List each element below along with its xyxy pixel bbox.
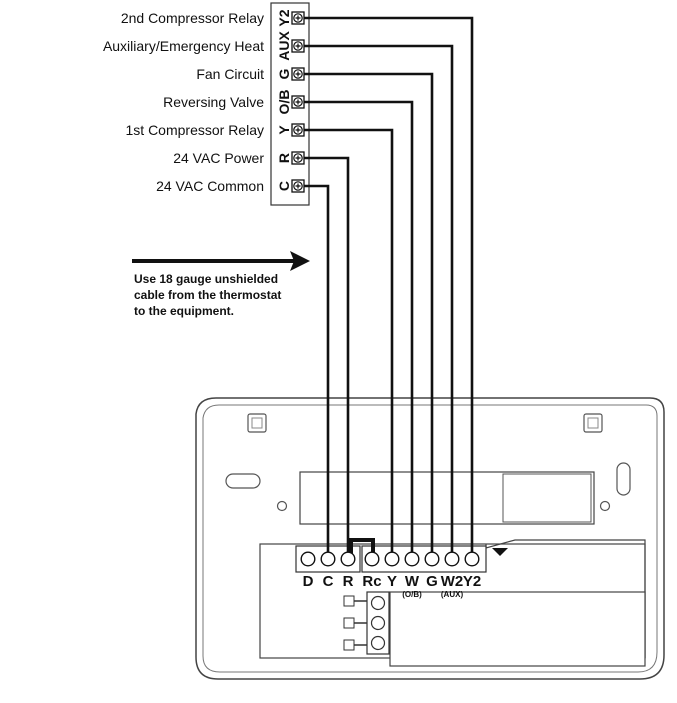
terminal-screw-icon bbox=[404, 551, 420, 567]
thermostat-terminal-g: G bbox=[424, 551, 440, 590]
screw-terminal-icon bbox=[291, 67, 305, 81]
thermostat-terminal-d: D bbox=[300, 551, 316, 590]
equipment-terminal-strip: 2nd Compressor Relay Y2Auxiliary/Emergenc… bbox=[103, 2, 310, 206]
thermostat-label-w: W bbox=[405, 573, 420, 590]
cable-note-line-3: to the equipment. bbox=[134, 304, 234, 318]
thermostat-sublabel-w: (O/B) bbox=[402, 590, 422, 599]
wire-r-to-r bbox=[304, 156, 350, 552]
wire-opening bbox=[299, 471, 595, 525]
thermostat-terminal-c: C bbox=[320, 551, 336, 590]
thermostat-terminal-y2: Y2 bbox=[463, 551, 481, 590]
mounting-slot-right bbox=[616, 462, 631, 496]
terminal-screw-icon bbox=[384, 551, 400, 567]
terminal-screw-icon bbox=[340, 551, 356, 567]
thermostat-label-r: R bbox=[343, 573, 354, 590]
wire-g-to-g bbox=[304, 72, 434, 552]
terminal-screw-icon bbox=[444, 551, 460, 567]
thermostat-label-y: Y bbox=[387, 573, 397, 590]
wires bbox=[304, 16, 474, 552]
terminal-screw-icon bbox=[424, 551, 440, 567]
thermostat-terminal-rc: Rc bbox=[362, 551, 382, 590]
mounting-slot-left bbox=[225, 473, 261, 489]
cable-note-arrow: Use 18 gauge unshielded cable from the t… bbox=[132, 251, 310, 318]
equipment-label-c: 24 VAC Common bbox=[156, 178, 264, 194]
screw-terminal-icon bbox=[291, 39, 305, 53]
equipment-terminal-c: 24 VAC Common C bbox=[156, 178, 305, 194]
thermostat-terminal-w: W(O/B) bbox=[402, 551, 422, 599]
equipment-label-y: 1st Compressor Relay bbox=[126, 122, 265, 138]
equipment-terminal-r: 24 VAC Power R bbox=[173, 150, 305, 166]
thermostat-label-rc: Rc bbox=[362, 573, 381, 590]
equipment-code-aux: AUX bbox=[276, 31, 292, 61]
wire-o-b-to-w bbox=[304, 100, 414, 552]
screw-terminal-icon bbox=[291, 151, 305, 165]
equipment-code-o-b: O/B bbox=[276, 90, 292, 115]
equipment-code-c: C bbox=[276, 181, 292, 191]
equipment-terminal-y: 1st Compressor Relay Y bbox=[126, 122, 305, 138]
cable-note-line-1: Use 18 gauge unshielded bbox=[134, 272, 278, 286]
equipment-label-g: Fan Circuit bbox=[196, 66, 264, 82]
wire-c-to-c bbox=[304, 184, 330, 552]
thermostat-terminal-w2: W2(AUX) bbox=[441, 551, 464, 599]
equipment-terminal-y2: 2nd Compressor Relay Y2 bbox=[121, 9, 305, 27]
screw-terminal-icon bbox=[291, 123, 305, 137]
terminal-screw-icon bbox=[364, 551, 380, 567]
wire-y-to-y bbox=[304, 128, 394, 552]
equipment-code-g: G bbox=[276, 68, 292, 79]
cable-note-line-2: cable from the thermostat bbox=[134, 288, 281, 302]
equipment-label-o-b: Reversing Valve bbox=[163, 94, 264, 110]
thermostat-label-c: C bbox=[323, 573, 334, 590]
mounting-hole-left bbox=[247, 413, 267, 433]
arrow-head bbox=[290, 251, 310, 271]
thermostat-label-g: G bbox=[426, 573, 438, 590]
r-rc-jumper bbox=[349, 538, 375, 556]
terminal-screw-icon bbox=[320, 551, 336, 567]
equipment-terminal-aux: Auxiliary/Emergency Heat AUX bbox=[103, 31, 305, 61]
screw-terminal-icon bbox=[291, 11, 305, 25]
equipment-label-y2: 2nd Compressor Relay bbox=[121, 10, 264, 26]
equipment-code-r: R bbox=[276, 153, 292, 163]
terminal-screw-icon bbox=[300, 551, 316, 567]
equipment-code-y: Y bbox=[276, 125, 292, 135]
mounting-hole-right bbox=[583, 413, 603, 433]
wire-aux-to-w2 bbox=[304, 44, 454, 552]
thermostat-label-w2: W2 bbox=[441, 573, 464, 590]
screw-terminal-icon bbox=[291, 95, 305, 109]
terminal-screw-icon bbox=[464, 551, 480, 567]
equipment-label-aux: Auxiliary/Emergency Heat bbox=[103, 38, 264, 54]
screw-terminal-icon bbox=[291, 179, 305, 193]
equipment-terminal-o-b: Reversing Valve O/B bbox=[163, 90, 305, 115]
equipment-code-y2: Y2 bbox=[276, 9, 292, 26]
thermostat-wallplate bbox=[195, 397, 665, 680]
thermostat-sublabel-w2: (AUX) bbox=[441, 590, 464, 599]
equipment-label-r: 24 VAC Power bbox=[173, 150, 264, 166]
thermostat-label-d: D bbox=[303, 573, 314, 590]
thermostat-terminal-r: R bbox=[340, 551, 356, 590]
wire-y2-to-y2 bbox=[304, 16, 474, 552]
thermostat-label-y2: Y2 bbox=[463, 573, 481, 590]
thermostat-terminal-y: Y bbox=[384, 551, 400, 590]
